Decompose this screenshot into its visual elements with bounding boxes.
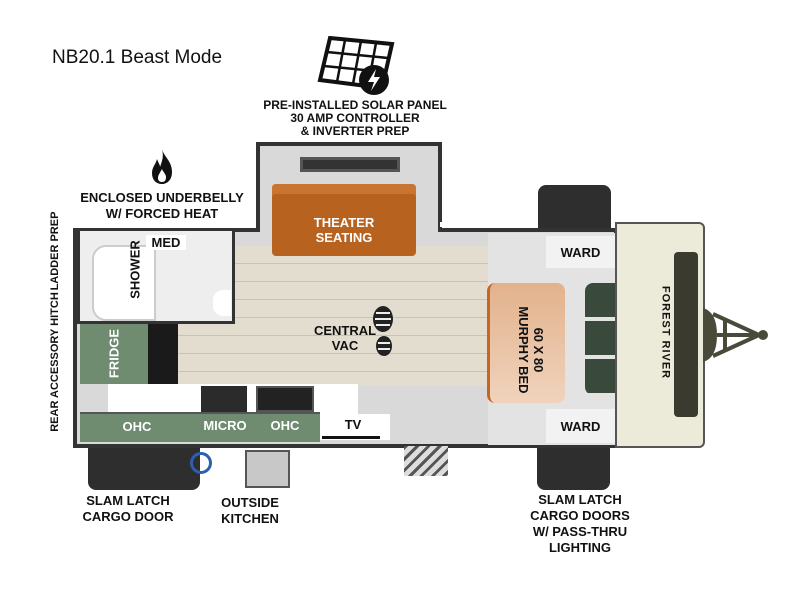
hitch-tongue bbox=[703, 308, 768, 362]
cargo-rear-callout-2: CARGO DOOR bbox=[82, 509, 174, 524]
wardrobe-bottom bbox=[546, 409, 615, 443]
cargo-rear-callout-1: SLAM LATCH bbox=[86, 493, 170, 508]
underbelly-callout-2: W/ FORCED HEAT bbox=[105, 206, 219, 221]
shower-label: SHOWER bbox=[127, 240, 143, 299]
tv-icon bbox=[322, 436, 380, 439]
med-label: MED bbox=[146, 235, 186, 250]
underbelly-callout-1: ENCLOSED UNDERBELLY bbox=[80, 190, 244, 205]
solar-callout-3: & INVERTER PREP bbox=[300, 124, 410, 138]
outside-kitchen-unit bbox=[245, 450, 290, 488]
toilet bbox=[213, 290, 231, 316]
ward-top-label: WARD bbox=[560, 245, 601, 260]
ladder-prep-label: LADDER PREP bbox=[49, 206, 61, 296]
rear-hitch-label: REAR ACCESSORY HITCH bbox=[49, 287, 61, 437]
cargo-front-callout-4: LIGHTING bbox=[548, 540, 612, 555]
micro-label: MICRO bbox=[203, 418, 247, 433]
brand-logo: FOREST RIVER bbox=[659, 285, 672, 380]
fridge-door bbox=[148, 324, 178, 384]
ohc-right-label: OHC bbox=[270, 418, 300, 433]
stove-icon bbox=[201, 386, 247, 412]
shower-pan bbox=[92, 245, 156, 321]
hose-icon bbox=[190, 452, 212, 474]
flame-icon bbox=[152, 149, 172, 184]
front-wall-top bbox=[440, 222, 618, 227]
wardrobe-top bbox=[546, 236, 615, 268]
solar-panel-icon bbox=[317, 36, 395, 95]
fridge bbox=[80, 324, 148, 384]
murphy-label: 60 X 80 MURPHY BED bbox=[516, 295, 546, 405]
sink-icon bbox=[256, 386, 314, 412]
entry-steps bbox=[404, 446, 448, 476]
murphy-label-2: MURPHY BED bbox=[516, 306, 531, 394]
rear-cargo-box bbox=[88, 448, 200, 490]
theater-label-2: SEATING bbox=[315, 230, 373, 245]
rear-hitch-text: REAR ACCESSORY HITCH bbox=[49, 292, 61, 432]
fridge-label: FRIDGE bbox=[106, 328, 122, 379]
tv-label: TV bbox=[344, 417, 362, 432]
murphy-label-1: 60 X 80 bbox=[531, 327, 546, 373]
overhead-cabinets bbox=[80, 412, 320, 442]
slideout-window bbox=[300, 157, 400, 172]
outside-kitchen-callout-1: OUTSIDE bbox=[221, 495, 279, 510]
tv-area bbox=[320, 414, 390, 440]
pillows bbox=[585, 283, 615, 395]
ohc-left-label: OHC bbox=[122, 419, 152, 434]
cargo-front-callout-3: W/ PASS-THRU bbox=[532, 524, 628, 539]
cargo-front-callout-1: SLAM LATCH bbox=[538, 492, 622, 507]
outside-kitchen-callout-2: KITCHEN bbox=[221, 511, 279, 526]
plan-title: NB20.1 Beast Mode bbox=[52, 47, 223, 68]
murphy-bed bbox=[487, 283, 565, 403]
solar-callout-2: 30 AMP CONTROLLER bbox=[290, 111, 420, 125]
cargo-front-callout-2: CARGO DOORS bbox=[530, 508, 630, 523]
front-window bbox=[674, 252, 698, 417]
ladder-prep-text: LADDER PREP bbox=[49, 211, 61, 291]
front-top-cargo-box bbox=[538, 185, 611, 228]
solar-callout-1: PRE-INSTALLED SOLAR PANEL bbox=[263, 98, 447, 112]
ward-bottom-label: WARD bbox=[560, 419, 601, 434]
theater-seating bbox=[272, 184, 416, 256]
theater-label-1: THEATER bbox=[313, 215, 375, 230]
boot-print-icon bbox=[373, 306, 393, 356]
central-vac-label-1: CENTRAL bbox=[313, 323, 377, 338]
central-vac-label-2: VAC bbox=[331, 338, 359, 353]
front-bottom-cargo-box bbox=[537, 448, 610, 490]
